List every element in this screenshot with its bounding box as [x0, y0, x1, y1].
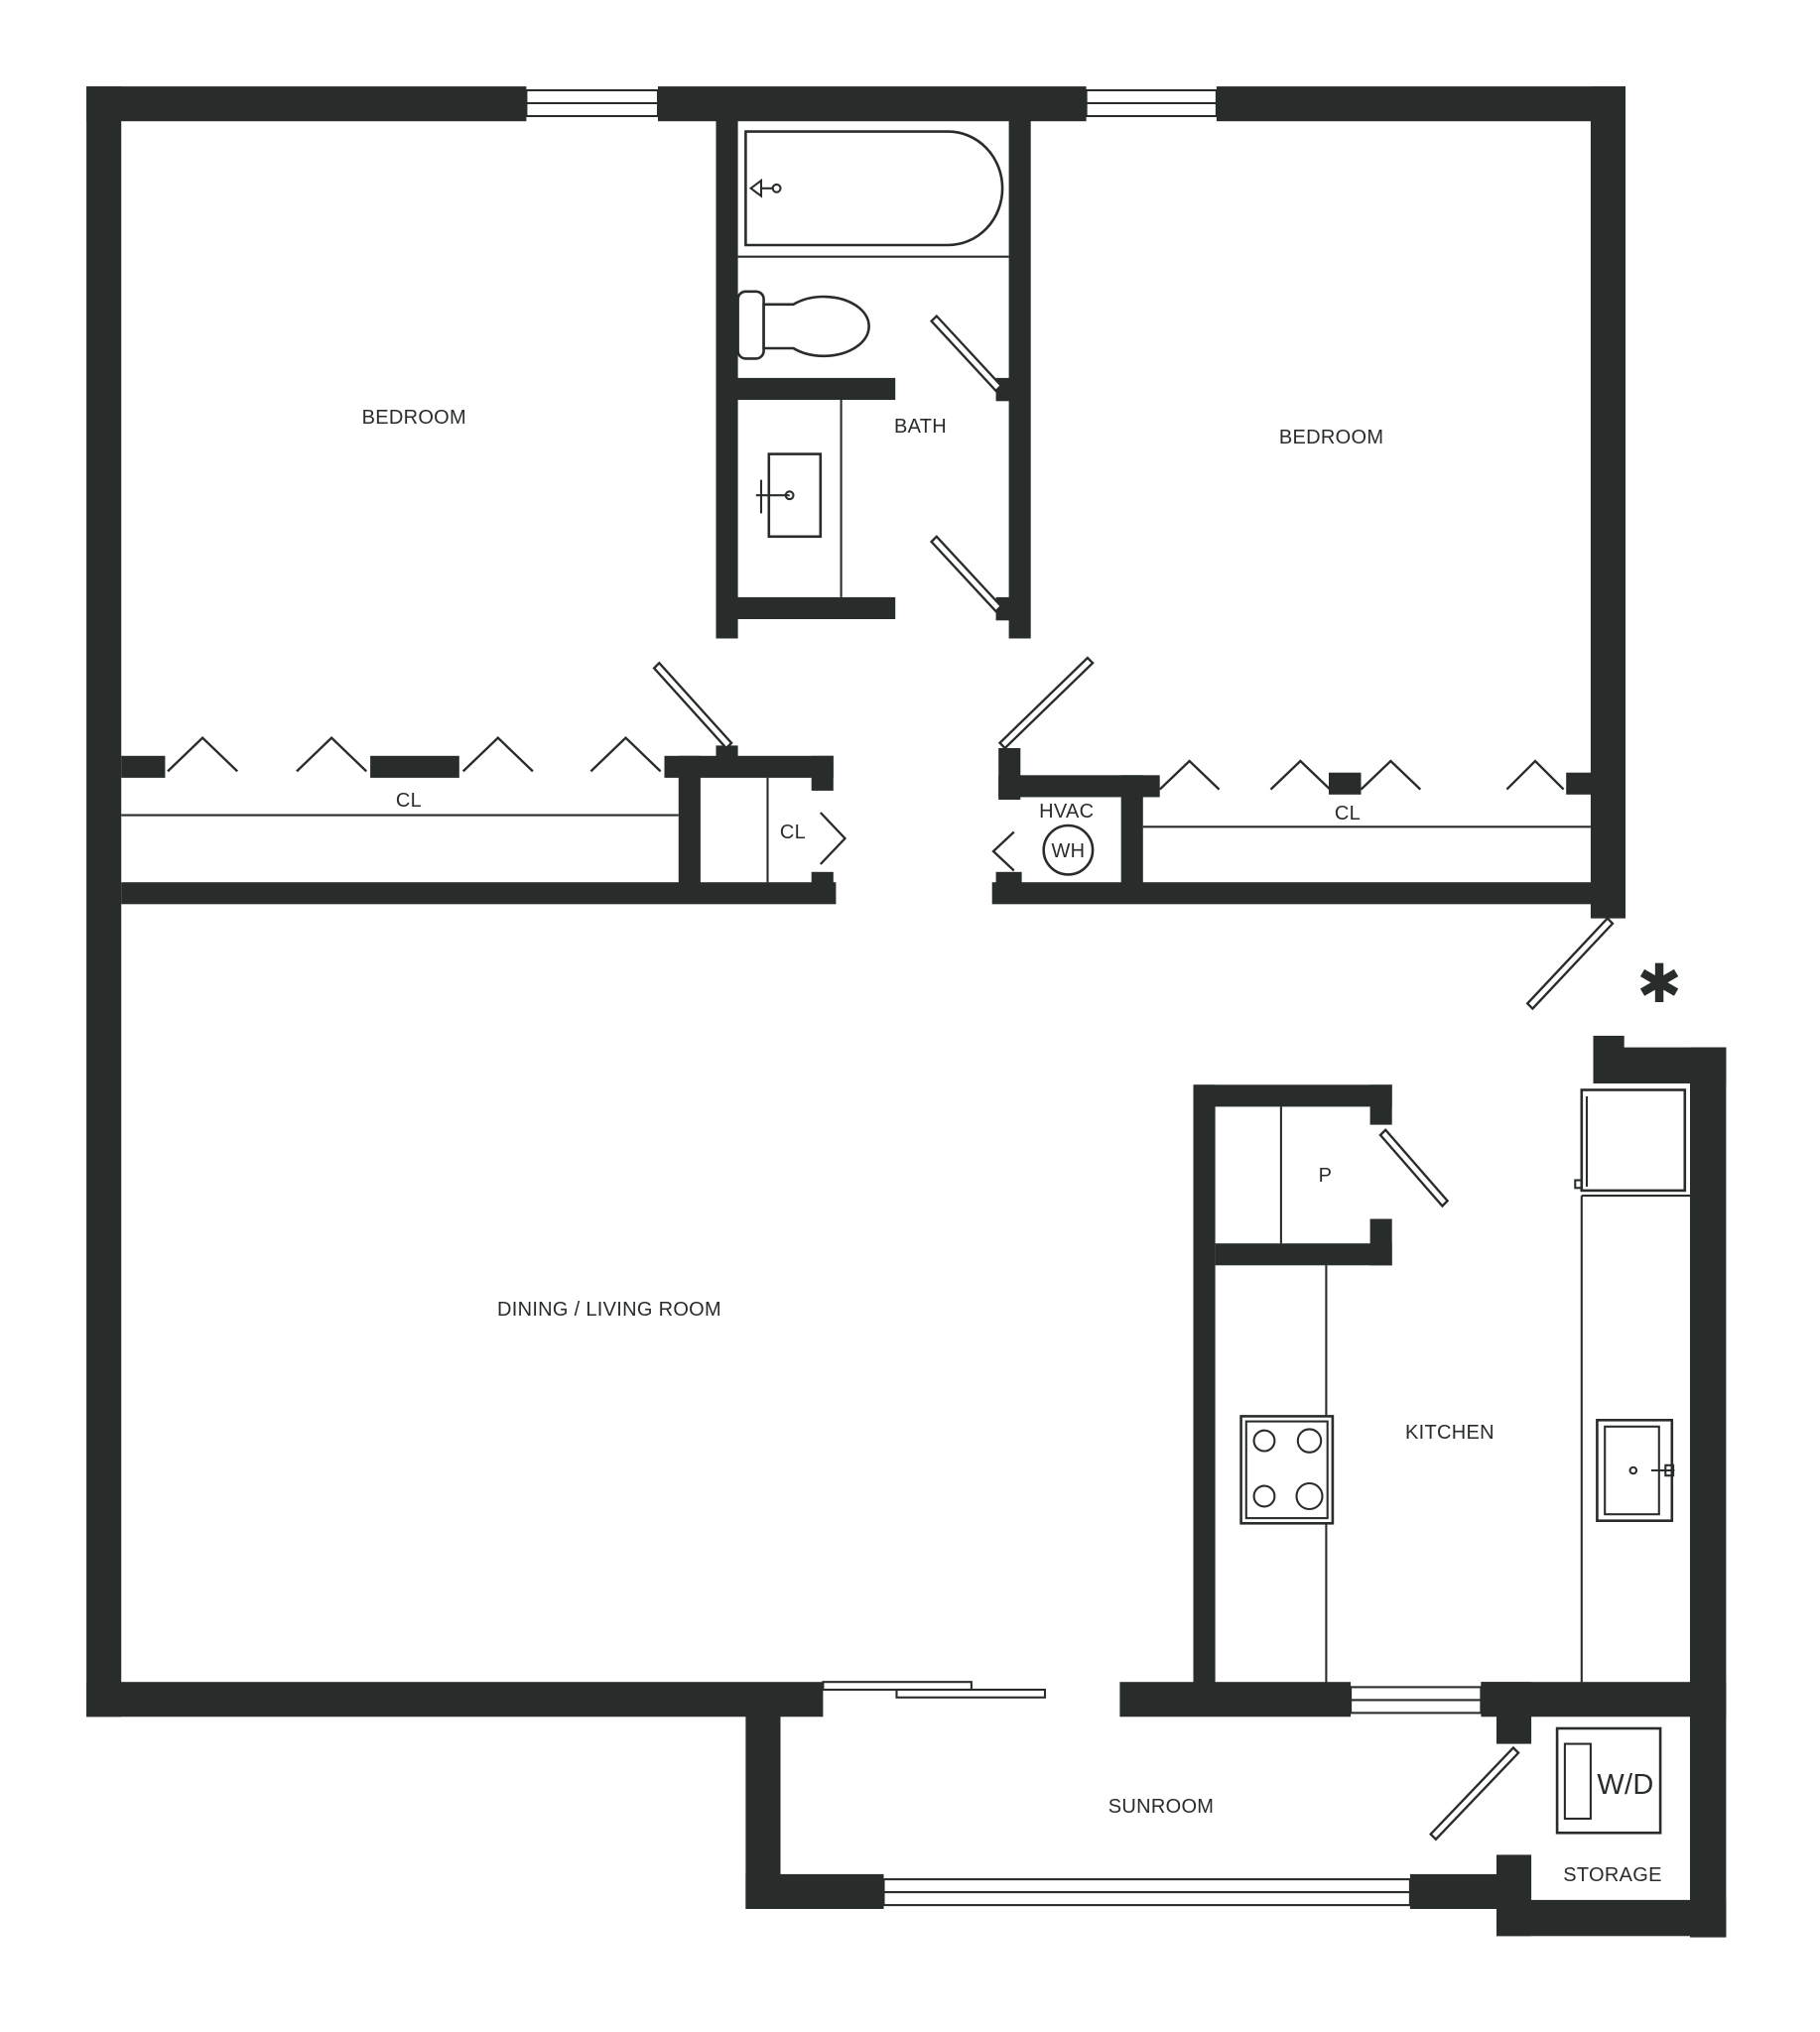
- dining-living-label: DINING / LIVING ROOM: [497, 1299, 721, 1321]
- bedroom-left-label: BEDROOM: [362, 407, 466, 429]
- exterior-walls: [86, 86, 1727, 1938]
- sliding-door: [822, 1681, 1047, 1699]
- left-closet-bifold-doors: [167, 661, 847, 865]
- toilet: [736, 290, 870, 360]
- sunroom-label: SUNROOM: [1108, 1796, 1215, 1818]
- room-labels: BEDROOM BEDROOM BATH CL CL CL HVAC WH DI…: [362, 407, 1682, 1886]
- closet-right-label: CL: [1335, 803, 1361, 825]
- bathtub: [737, 130, 1009, 258]
- pantry-label: P: [1319, 1165, 1333, 1187]
- water-heater: [1042, 824, 1095, 876]
- storage-label: STORAGE: [1563, 1864, 1662, 1886]
- stove: [1239, 1415, 1335, 1525]
- kitchen-sink: [1596, 1418, 1675, 1522]
- closet-left-long-label: CL: [396, 790, 422, 812]
- bath-label: BATH: [894, 416, 947, 438]
- hvac-label: HVAC: [1039, 801, 1094, 823]
- kitchen-label: KITCHEN: [1405, 1422, 1495, 1444]
- washer-dryer-label: W/D: [1597, 1769, 1653, 1801]
- vanity-sink: [755, 399, 843, 597]
- entry-marker-icon: ✱: [1636, 952, 1681, 1015]
- bath-doors: [929, 314, 1003, 613]
- refrigerator: [1574, 1088, 1687, 1193]
- closet-left-small-label: CL: [780, 822, 806, 843]
- entry-door: [1525, 916, 1615, 1011]
- bedroom-right-label: BEDROOM: [1279, 427, 1383, 448]
- right-closet-walls: [991, 748, 1603, 905]
- bath-walls: [715, 118, 1031, 639]
- water-heater-label: WH: [1051, 840, 1085, 862]
- washer-dryer: [1555, 1726, 1662, 1835]
- sunroom-door: [1429, 1745, 1520, 1842]
- windows: [525, 88, 1483, 1907]
- pantry-walls: [1193, 1084, 1450, 1685]
- left-closet-walls: [121, 745, 837, 905]
- right-closet-bifold-doors: [991, 656, 1565, 872]
